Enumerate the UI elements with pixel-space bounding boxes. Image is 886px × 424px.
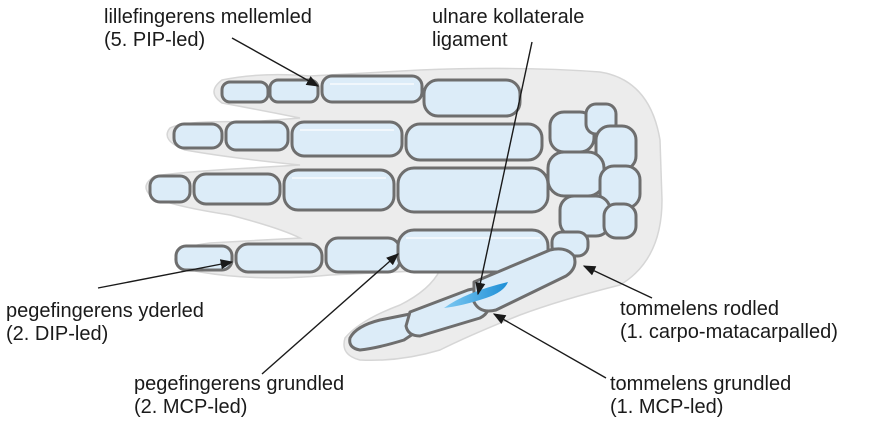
leader-lines <box>97 37 653 379</box>
carpal-bones <box>546 102 642 258</box>
index-finger-bones <box>174 228 550 274</box>
label-dip2-line2: (2. DIP-led) <box>6 323 109 345</box>
label-cmc1: tommelens rodled (1. carpo-matacarpalled… <box>620 298 838 344</box>
middle-finger-bones <box>148 166 550 214</box>
label-mcp1-line2: (1. MCP-led) <box>610 396 724 418</box>
leader-cmc1 <box>582 265 653 299</box>
leader-pip5 <box>231 37 320 87</box>
label-pip5: lillefingerens mellemled (5. PIP-led) <box>104 6 312 52</box>
label-mcp2: pegefingerens grundled (2. MCP-led) <box>134 373 344 419</box>
label-mcp1-line1: tommelens grundled <box>610 373 792 395</box>
label-mcp2-line2: (2. MCP-led) <box>134 396 248 418</box>
label-ulnar-line2: ligament <box>432 29 508 51</box>
label-cmc1-line2: (1. carpo-matacarpalled) <box>620 321 838 343</box>
label-pip5-line1: lillefingerens mellemled <box>104 6 312 28</box>
label-ulnar: ulnare kollaterale ligament <box>432 6 584 52</box>
leader-dip2 <box>97 259 234 289</box>
label-mcp1: tommelens grundled (1. MCP-led) <box>610 373 791 419</box>
label-ulnar-line1: ulnare kollaterale <box>432 6 585 28</box>
leader-mcp2 <box>261 253 399 375</box>
label-cmc1-line1: tommelens rodled <box>620 298 779 320</box>
label-dip2-line1: pegefingerens yderled <box>6 300 204 322</box>
label-mcp2-line1: pegefingerens grundled <box>134 373 345 395</box>
label-dip2: pegefingerens yderled (2. DIP-led) <box>6 300 204 346</box>
ring-finger-bones <box>172 120 544 162</box>
leader-mcp1 <box>492 313 607 379</box>
leader-ulnar <box>475 41 533 296</box>
label-pip5-line2: (5. PIP-led) <box>104 29 206 51</box>
